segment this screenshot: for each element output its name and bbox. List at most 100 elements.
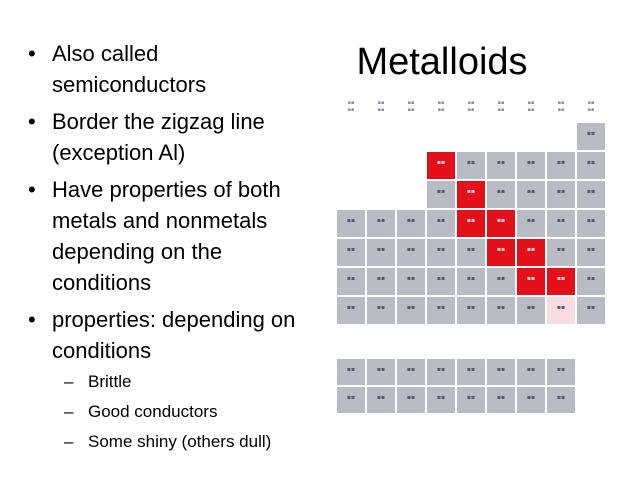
cell-glyph: ▪▪ — [496, 217, 506, 224]
cell-glyph: ▪▪ — [346, 304, 356, 311]
element-cell: ▪▪ — [546, 151, 576, 180]
metalloid-cell: ▪▪ — [516, 267, 546, 296]
cell-glyph: ▪▪ — [376, 394, 386, 401]
element-cell: ▪▪ — [336, 386, 366, 414]
element-cell: ▪▪ — [396, 238, 426, 267]
cell-glyph: ▪▪ — [376, 275, 386, 282]
metalloid-cell: ▪▪ — [486, 238, 516, 267]
element-cell: ▪▪ — [426, 386, 456, 414]
table-header-mark: ▪▪▪▪ — [437, 100, 445, 113]
element-cell: ▪▪ — [486, 358, 516, 386]
cell-glyph: ▪▪ — [436, 246, 446, 253]
cell-glyph: ▪▪ — [526, 188, 536, 195]
element-cell: ▪▪ — [336, 238, 366, 267]
element-cell: ▪▪ — [516, 296, 546, 325]
element-cell: ▪▪ — [486, 267, 516, 296]
element-cell: ▪▪ — [486, 180, 516, 209]
metalloid-cell: ▪▪ — [516, 238, 546, 267]
cell-glyph: ▪▪ — [436, 217, 446, 224]
element-cell: ▪▪ — [546, 180, 576, 209]
element-cell: ▪▪ — [576, 180, 606, 209]
sub-bullet-text: Some shiny (others dull) — [88, 432, 272, 451]
cell-glyph: ▪▪ — [526, 304, 536, 311]
element-cell: ▪▪ — [576, 296, 606, 325]
sub-bullet-text: Brittle — [88, 372, 132, 391]
cell-glyph: ▪▪ — [376, 217, 386, 224]
bullet-text: Have properties of both metals and nonme… — [52, 177, 281, 295]
cell-glyph: ▪▪ — [556, 394, 566, 401]
element-cell: ▪▪ — [516, 209, 546, 238]
cell-glyph: ▪▪ — [556, 217, 566, 224]
bullet-item: •Border the zigzag line (exception Al) — [24, 106, 314, 168]
element-cell: ▪▪ — [456, 267, 486, 296]
cell-glyph: ▪▪ — [526, 366, 536, 373]
cell-glyph: ▪▪ — [496, 188, 506, 195]
cell-glyph: ▪▪ — [526, 275, 536, 282]
bullet-marker: • — [28, 307, 36, 332]
dash-marker: – — [64, 402, 74, 421]
element-cell: ▪▪ — [396, 358, 426, 386]
element-cell: ▪▪ — [426, 267, 456, 296]
element-cell: ▪▪ — [396, 386, 426, 414]
cell-glyph: ▪▪ — [466, 188, 476, 195]
cell-glyph: ▪▪ — [346, 246, 356, 253]
cell-glyph: ▪▪ — [466, 275, 476, 282]
cell-glyph: ▪▪ — [526, 394, 536, 401]
element-cell: ▪▪ — [366, 238, 396, 267]
sub-bullet-item: –Good conductors — [60, 400, 314, 423]
element-cell: ▪▪ — [396, 296, 426, 325]
cell-glyph: ▪▪ — [466, 217, 476, 224]
element-cell: ▪▪ — [546, 209, 576, 238]
cell-glyph: ▪▪ — [406, 394, 416, 401]
cell-glyph: ▪▪ — [376, 246, 386, 253]
element-cell: ▪▪ — [336, 358, 366, 386]
element-cell: ▪▪ — [426, 180, 456, 209]
element-cell: ▪▪ — [576, 209, 606, 238]
element-cell: ▪▪ — [336, 209, 366, 238]
cell-glyph: ▪▪ — [376, 304, 386, 311]
cell-glyph: ▪▪ — [586, 217, 596, 224]
cell-glyph: ▪▪ — [406, 366, 416, 373]
cell-glyph: ▪▪ — [526, 217, 536, 224]
cell-glyph: ▪▪ — [496, 246, 506, 253]
cell-glyph: ▪▪ — [496, 159, 506, 166]
cell-glyph: ▪▪ — [556, 188, 566, 195]
cell-glyph: ▪▪ — [436, 188, 446, 195]
cell-glyph: ▪▪ — [466, 394, 476, 401]
element-cell: ▪▪ — [366, 209, 396, 238]
cell-glyph: ▪▪ — [406, 246, 416, 253]
cell-glyph: ▪▪ — [436, 366, 446, 373]
element-cell: ▪▪ — [336, 296, 366, 325]
table-header-mark: ▪▪▪▪ — [407, 100, 415, 113]
cell-glyph: ▪▪ — [436, 275, 446, 282]
dash-marker: – — [64, 372, 74, 391]
element-cell: ▪▪ — [576, 122, 606, 151]
element-cell: ▪▪ — [486, 151, 516, 180]
cell-glyph: ▪▪ — [556, 275, 566, 282]
bullet-list: •Also called semiconductors •Border the … — [24, 38, 314, 460]
cell-glyph: ▪▪ — [436, 159, 446, 166]
table-header-mark: ▪▪▪▪ — [587, 100, 595, 113]
table-header-mark: ▪▪▪▪ — [377, 100, 385, 113]
element-cell: ▪▪ — [546, 238, 576, 267]
sub-bullet-list: –Brittle –Good conductors –Some shiny (o… — [52, 370, 314, 453]
table-header-mark: ▪▪▪▪ — [497, 100, 505, 113]
bullet-item: •properties: depending on conditions –Br… — [24, 304, 314, 453]
element-cell: ▪▪ — [486, 386, 516, 414]
element-cell: ▪▪ — [486, 296, 516, 325]
cell-glyph: ▪▪ — [586, 275, 596, 282]
cell-glyph: ▪▪ — [376, 366, 386, 373]
cell-glyph: ▪▪ — [436, 394, 446, 401]
cell-glyph: ▪▪ — [526, 159, 536, 166]
cell-glyph: ▪▪ — [346, 275, 356, 282]
bullet-item: •Also called semiconductors — [24, 38, 314, 100]
element-cell: ▪▪ — [426, 358, 456, 386]
element-cell: ▪▪ — [396, 267, 426, 296]
cell-glyph: ▪▪ — [496, 304, 506, 311]
element-cell: ▪▪ — [366, 267, 396, 296]
element-cell: ▪▪ — [366, 296, 396, 325]
table-header-mark: ▪▪▪▪ — [557, 100, 565, 113]
cell-glyph: ▪▪ — [586, 304, 596, 311]
element-cell: ▪▪ — [546, 386, 576, 414]
